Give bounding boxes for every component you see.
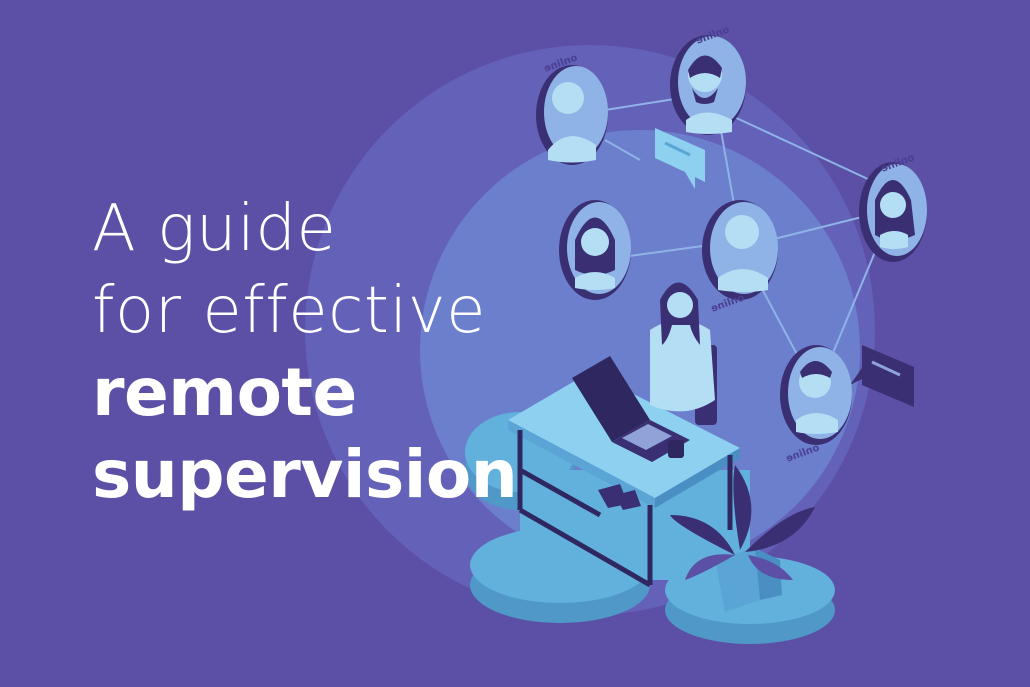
platform [465, 412, 835, 644]
headline-line-1: A guide [92, 192, 337, 266]
mug [668, 440, 684, 458]
headline: A guide for effective remote supervision [92, 188, 518, 516]
chat-bubble-2 [850, 345, 914, 407]
headline-line-3: remote [92, 354, 357, 431]
plant [670, 465, 815, 612]
chat-bubble-1 [655, 128, 705, 189]
avatar-1 [536, 65, 608, 165]
network-lines [599, 94, 881, 361]
headline-line-2: for effective [92, 274, 486, 348]
avatar-3 [859, 162, 927, 262]
avatar-6 [780, 345, 852, 445]
avatar-5 [702, 200, 778, 300]
laptop [572, 356, 690, 462]
person-at-desk [598, 282, 715, 510]
avatar-4 [559, 200, 631, 300]
avatar-2 [670, 35, 746, 135]
headline-line-4: supervision [92, 436, 518, 513]
